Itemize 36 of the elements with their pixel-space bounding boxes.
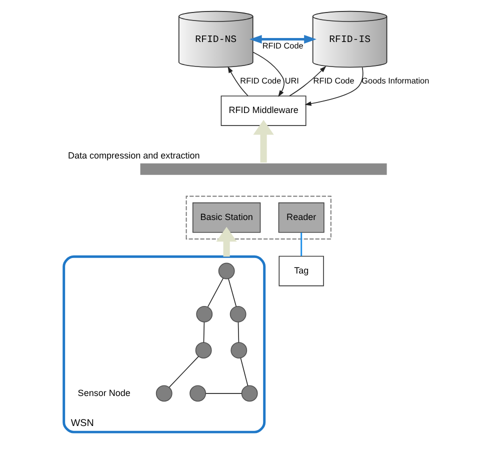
arrow bbox=[288, 66, 326, 96]
arrow bbox=[248, 34, 316, 44]
node-circle bbox=[189, 385, 206, 402]
node-box: Basic Station bbox=[192, 202, 260, 233]
node-label: Data compression and extraction bbox=[67, 150, 200, 160]
node-bar bbox=[140, 163, 386, 175]
arrow bbox=[216, 226, 236, 257]
node-box: Reader bbox=[278, 202, 324, 233]
connector bbox=[168, 356, 198, 388]
connector bbox=[300, 232, 302, 256]
connector bbox=[228, 278, 236, 307]
node-circle bbox=[230, 342, 247, 359]
cluster bbox=[185, 196, 331, 240]
edge-label: RFID Code bbox=[262, 41, 303, 50]
arrow bbox=[304, 67, 363, 106]
label: Sensor Node bbox=[77, 388, 130, 398]
node-circle bbox=[218, 262, 234, 280]
node-circle bbox=[194, 342, 212, 359]
node-box: RFID Middleware bbox=[220, 96, 306, 126]
node-box: Tag bbox=[278, 256, 324, 286]
edge-label: URI bbox=[284, 76, 298, 86]
arrow bbox=[227, 66, 248, 96]
node-circle bbox=[196, 306, 212, 322]
connector bbox=[240, 358, 248, 386]
connector bbox=[204, 393, 242, 394]
arrow bbox=[252, 52, 284, 97]
node-circle bbox=[240, 385, 258, 402]
edge-label: RFID Code bbox=[240, 76, 281, 86]
connector bbox=[206, 278, 224, 308]
edge-label: Goods Information bbox=[361, 76, 429, 86]
node-circle bbox=[229, 306, 246, 322]
edge-label: RFID Code bbox=[312, 76, 354, 86]
connector bbox=[202, 322, 204, 343]
node-circle bbox=[155, 385, 172, 402]
arrow bbox=[252, 120, 274, 163]
connector bbox=[237, 322, 239, 343]
